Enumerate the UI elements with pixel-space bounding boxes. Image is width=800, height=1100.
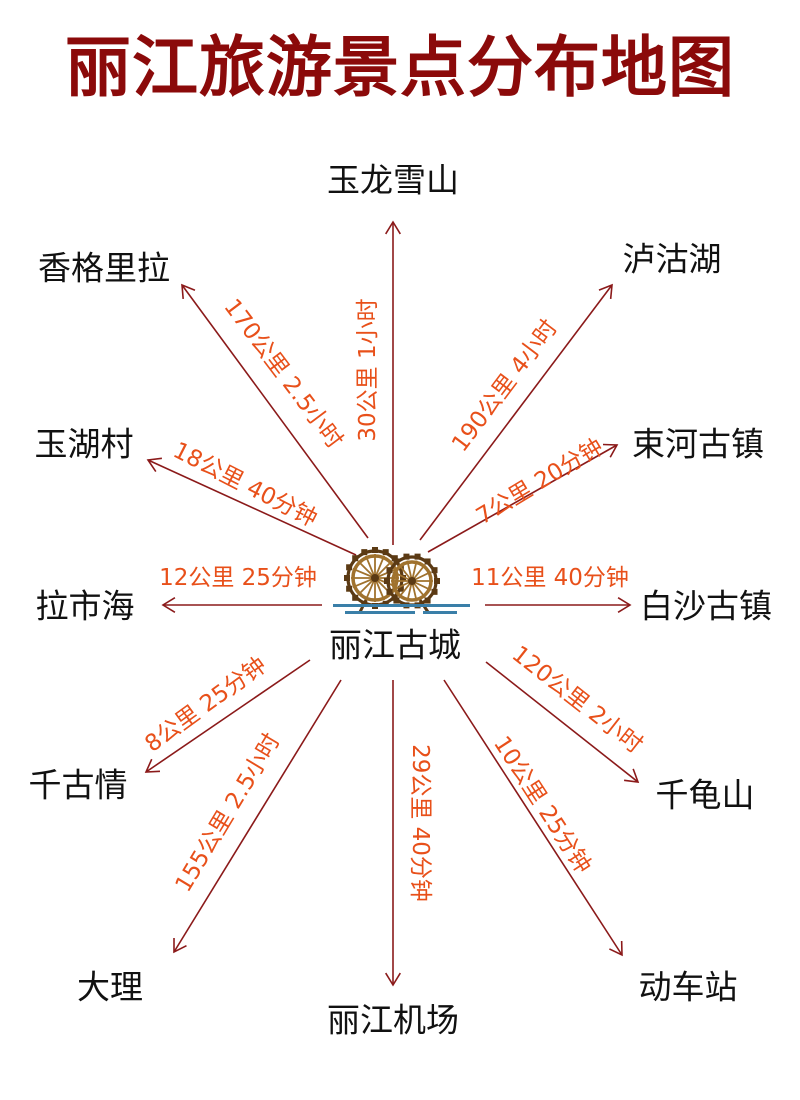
destination-label: 丽江机场 [327, 1001, 459, 1040]
destination-label: 泸沽湖 [623, 240, 722, 279]
route-line [485, 661, 639, 783]
arrowhead-icon [173, 937, 187, 954]
route-lugu: 190公里 4小时 泸沽湖 [419, 240, 722, 541]
destination-label: 玉龙雪山 [327, 161, 459, 200]
waterwheel-icon [333, 547, 470, 614]
destination-label: 千古情 [29, 766, 128, 805]
route-shangri-la: 170公里 2.5小时 香格里拉 [38, 249, 369, 539]
route-distance-label: 30公里 1小时 [355, 298, 381, 441]
map-title: 丽江旅游景点分布地图 [65, 28, 735, 106]
arrowhead-icon [617, 597, 632, 613]
arrowhead-icon [385, 972, 401, 987]
route-line [427, 444, 618, 553]
route-line [181, 284, 369, 539]
route-distance-label: 11公里 40分钟 [471, 565, 629, 591]
route-distance-label: 10公里 25分钟 [488, 732, 596, 879]
destination-label: 大理 [77, 968, 143, 1007]
route-distance-label: 12公里 25分钟 [159, 565, 317, 591]
arrowhead-icon [624, 768, 640, 783]
destination-label: 玉湖村 [35, 425, 134, 464]
route-line [173, 679, 342, 953]
route-distance-label: 190公里 4小时 [447, 315, 563, 457]
destination-label: 动车站 [639, 968, 738, 1007]
route-distance-label: 170公里 2.5小时 [219, 294, 348, 453]
destination-label: 白沙古镇 [640, 587, 772, 626]
route-line [443, 679, 623, 956]
arrowhead-icon [146, 457, 162, 473]
route-distance-label: 8公里 25分钟 [140, 652, 271, 757]
route-distance-label: 120公里 2小时 [507, 641, 647, 759]
route-yulong: 30公里 1小时 玉龙雪山 [327, 161, 459, 545]
destination-label: 香格里拉 [38, 249, 170, 288]
center-city-label: 丽江古城 [329, 626, 461, 665]
arrowhead-icon [598, 283, 613, 300]
route-distance-label: 18公里 40分钟 [169, 438, 321, 533]
arrowhead-icon [385, 220, 401, 235]
route-line [145, 659, 311, 773]
route-distance-label: 29公里 40分钟 [407, 744, 433, 902]
destination-label: 拉市海 [36, 587, 135, 626]
route-line [419, 284, 613, 541]
destination-label: 千龟山 [656, 776, 755, 815]
arrowhead-icon [161, 597, 176, 613]
arrowhead-icon [602, 443, 619, 458]
arrowhead-icon [609, 940, 623, 957]
route-shuhe: 7公里 20分钟束河古镇 [427, 425, 764, 553]
route-distance-label: 155公里 2.5小时 [171, 729, 286, 897]
arrowhead-icon [181, 283, 196, 300]
route-distance-label: 7公里 20分钟 [472, 434, 608, 530]
arrowhead-icon [144, 758, 161, 773]
route-line [147, 459, 357, 556]
destination-label: 束河古镇 [632, 425, 764, 464]
